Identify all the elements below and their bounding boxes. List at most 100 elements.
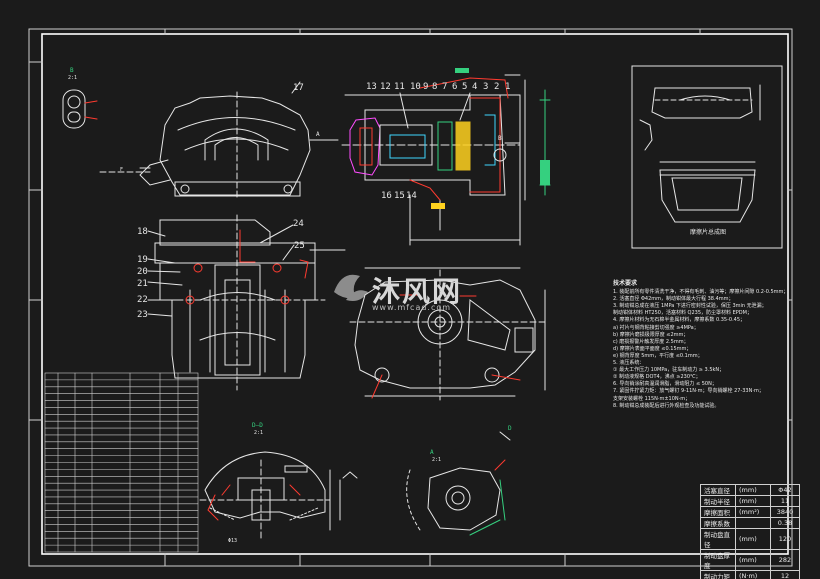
watermark-url: www.mfcad.com	[372, 303, 452, 312]
param-value: Φ42	[770, 484, 800, 496]
dim-bottom: Φ13	[228, 538, 237, 544]
param-row: 制动盘直径(mm)120	[700, 528, 800, 550]
param-unit: (mm)	[735, 484, 771, 496]
part-14: 14	[406, 191, 417, 201]
part-7: 7	[442, 82, 447, 92]
pad-caption: 摩擦片总成图	[690, 228, 726, 236]
section-dd-view: D—D 2:1 Φ13	[199, 422, 358, 544]
part-20: 20	[137, 267, 148, 277]
param-unit: (mm)	[735, 528, 771, 550]
param-value: 12	[770, 570, 800, 579]
caliper-section-view: B	[341, 68, 551, 246]
param-unit: (mm)	[735, 549, 771, 571]
detail-b-label: B	[70, 67, 74, 74]
note-line: e) 钢背厚度 5mm，平行度 ≤0.1mm；	[613, 352, 703, 359]
param-label: 制动半径	[700, 495, 736, 507]
note-line: 5. 液压系统：	[613, 360, 645, 367]
part-21: 21	[137, 279, 148, 289]
detail-a-view: A 2:1 D	[406, 425, 512, 536]
part-3: 3	[483, 82, 488, 92]
detail-b-view: B 2:1	[62, 67, 98, 129]
param-value: 0.38	[770, 517, 800, 529]
part-22: 22	[137, 295, 148, 305]
detail-a-scale: 2:1	[432, 457, 441, 463]
note-line: 4. 摩擦片材料为无石棉半金属材料，摩擦系数 0.35-0.45；	[613, 317, 746, 324]
watermark-logo	[334, 274, 368, 301]
param-row: 制动盘厚度(mm)282	[700, 549, 800, 571]
part-13: 13	[366, 82, 377, 92]
detail-a-label: A	[430, 449, 434, 456]
note-line: 1. 装配前所有零件清洗干净，不得有毛刺、油污等；摩擦片间隙 0.2-0.5mm…	[613, 289, 789, 296]
param-unit	[735, 517, 771, 529]
param-unit: (N·m)	[735, 570, 771, 579]
param-value: 3840	[770, 506, 800, 518]
part-18: 18	[137, 227, 148, 237]
caliper-side-view	[349, 267, 546, 401]
parts-list-table	[44, 372, 199, 553]
param-unit: (mm)	[735, 495, 771, 507]
part-16: 16	[381, 191, 392, 201]
caliper-front-view: 17 F A	[99, 81, 339, 201]
part-5: 5	[462, 82, 467, 92]
top-view-part-numbers: 24 25 18 19 20 21 22 23	[137, 219, 305, 320]
note-line: 8. 制动钳总成装配后进行外观检查及功能试验。	[613, 402, 720, 409]
notes-lines: 1. 装配前所有零件清洗干净，不得有毛刺、油污等；摩擦片间隙 0.2-0.5mm…	[613, 289, 793, 410]
part-8: 8	[432, 82, 437, 92]
part-1: 1	[505, 82, 510, 92]
param-value: 282	[770, 549, 800, 571]
part-4: 4	[472, 82, 477, 92]
part-6: 6	[452, 82, 457, 92]
param-row: 摩擦系数 0.38	[700, 517, 800, 529]
part-23: 23	[137, 310, 148, 320]
param-unit: (mm²)	[735, 506, 771, 518]
param-label: 制动力矩	[700, 570, 736, 579]
view-b-label: B	[498, 135, 502, 142]
detail-b-scale: 2:1	[68, 75, 77, 81]
param-label: 制动盘直径	[700, 528, 736, 550]
part-2: 2	[494, 82, 499, 92]
part-15: 15	[394, 191, 405, 201]
note-line: b) 摩擦片磨损极限厚度 ≤2mm；	[613, 331, 689, 338]
note-line: 3. 制动钳总成在液压 1MPa 下进行密封性试验，保压 3min 无泄漏；	[613, 303, 767, 310]
part-25: 25	[294, 241, 305, 251]
note-line: a) 衬片与钢背粘接剪切强度 ≥4MPa；	[613, 324, 699, 331]
note-line: ② 制动液规格 DOT4，沸点 ≥230℃；	[613, 374, 701, 381]
param-label: 制动盘厚度	[700, 549, 736, 571]
view-f-label: F	[120, 167, 123, 173]
param-row: 制动半径(mm)11	[700, 495, 800, 507]
watermark-text: 沐风网	[372, 275, 463, 308]
section-dd-scale: 2:1	[254, 430, 263, 436]
part-11: 11	[394, 82, 405, 92]
part-24: 24	[293, 219, 304, 229]
part-12: 12	[380, 82, 391, 92]
param-label: 活塞直径	[700, 484, 736, 496]
drawing-frame	[28, 28, 793, 567]
brake-pad-views: 摩擦片总成图	[631, 65, 783, 249]
caliper-top-view	[147, 214, 346, 391]
note-line: ① 最大工作压力 10MPa，驻车制动力 ≥ 3.5kN；	[613, 367, 725, 374]
note-line: 制动钳体材料 HT250，活塞材料 Q235，防尘罩材料 EPDM；	[613, 310, 752, 317]
param-row: 摩擦面积(mm²)3840	[700, 506, 800, 518]
note-line: c) 磨损报警片触发厚度 2.5mm；	[613, 338, 689, 345]
part-9: 9	[423, 82, 428, 92]
param-row: 活塞直径(mm)Φ42	[700, 484, 800, 496]
note-line: 6. 导向销涂耐高温润滑脂，滑动阻力 ≤ 50N；	[613, 381, 717, 388]
param-row: 制动力矩(N·m)12	[700, 570, 800, 579]
param-label: 摩擦面积	[700, 506, 736, 518]
note-line: 2. 活塞直径 Φ42mm，制动钳体最大行程 38.4mm；	[613, 296, 734, 303]
param-value: 120	[770, 528, 800, 550]
detail-d-label: D	[508, 425, 512, 432]
note-line: 支架安装螺栓 115N·m±10N·m；	[613, 395, 691, 402]
section-dd-label: D—D	[252, 422, 263, 429]
section-part-numbers: 13 12 11 10 9 8 7 6 5 4 3 2 1 16 15 14	[366, 82, 510, 201]
param-label: 摩擦系数	[700, 517, 736, 529]
notes-title: 技术要求	[613, 280, 638, 287]
part-19: 19	[137, 255, 148, 265]
note-line: 7. 紧固件拧紧力矩：放气螺钉 9-11N·m；导向销螺栓 27-33N·m；	[613, 388, 764, 395]
part-10: 10	[410, 82, 421, 92]
view-a-label: A	[316, 131, 320, 138]
part-17: 17	[293, 83, 304, 93]
